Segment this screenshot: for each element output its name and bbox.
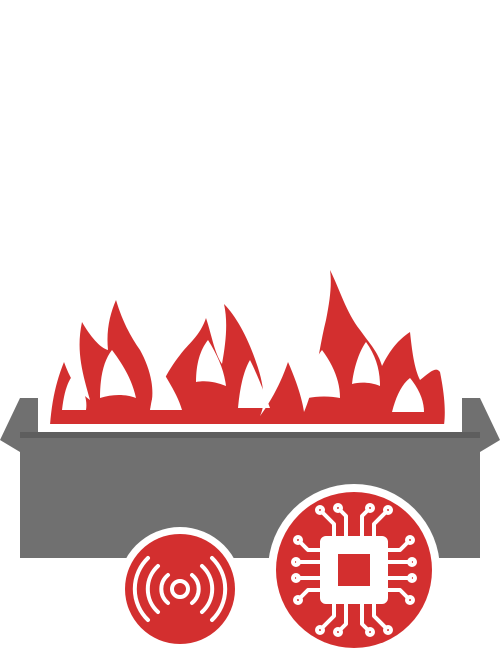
flame-hollow-7	[352, 342, 380, 386]
flame-hollow-6	[308, 350, 340, 398]
signal-badge	[118, 527, 242, 651]
flame-hollow-2	[100, 350, 136, 398]
dumpster-rim-highlight	[38, 424, 462, 432]
flame-hollow-8	[392, 378, 424, 412]
flames-icon	[50, 270, 445, 425]
chip-badge	[268, 484, 440, 653]
wifi-signal-icon	[132, 556, 228, 622]
flame-hollow-3	[150, 370, 182, 410]
flame-hollow-4	[196, 340, 226, 386]
flame-hollow-1	[62, 374, 87, 410]
flames-shape	[50, 270, 445, 425]
flame-hollow-5	[238, 360, 270, 408]
dumpster-top-shadow	[20, 432, 480, 438]
signal-badge-fill	[125, 534, 235, 644]
microchip-icon	[291, 503, 417, 637]
